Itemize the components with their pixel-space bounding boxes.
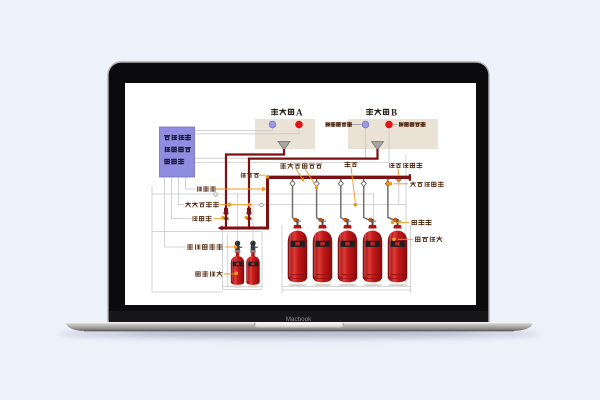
svg-text:Macbook: Macbook <box>286 316 312 323</box>
svg-text:B: B <box>391 107 397 117</box>
svg-text:A: A <box>296 107 303 117</box>
